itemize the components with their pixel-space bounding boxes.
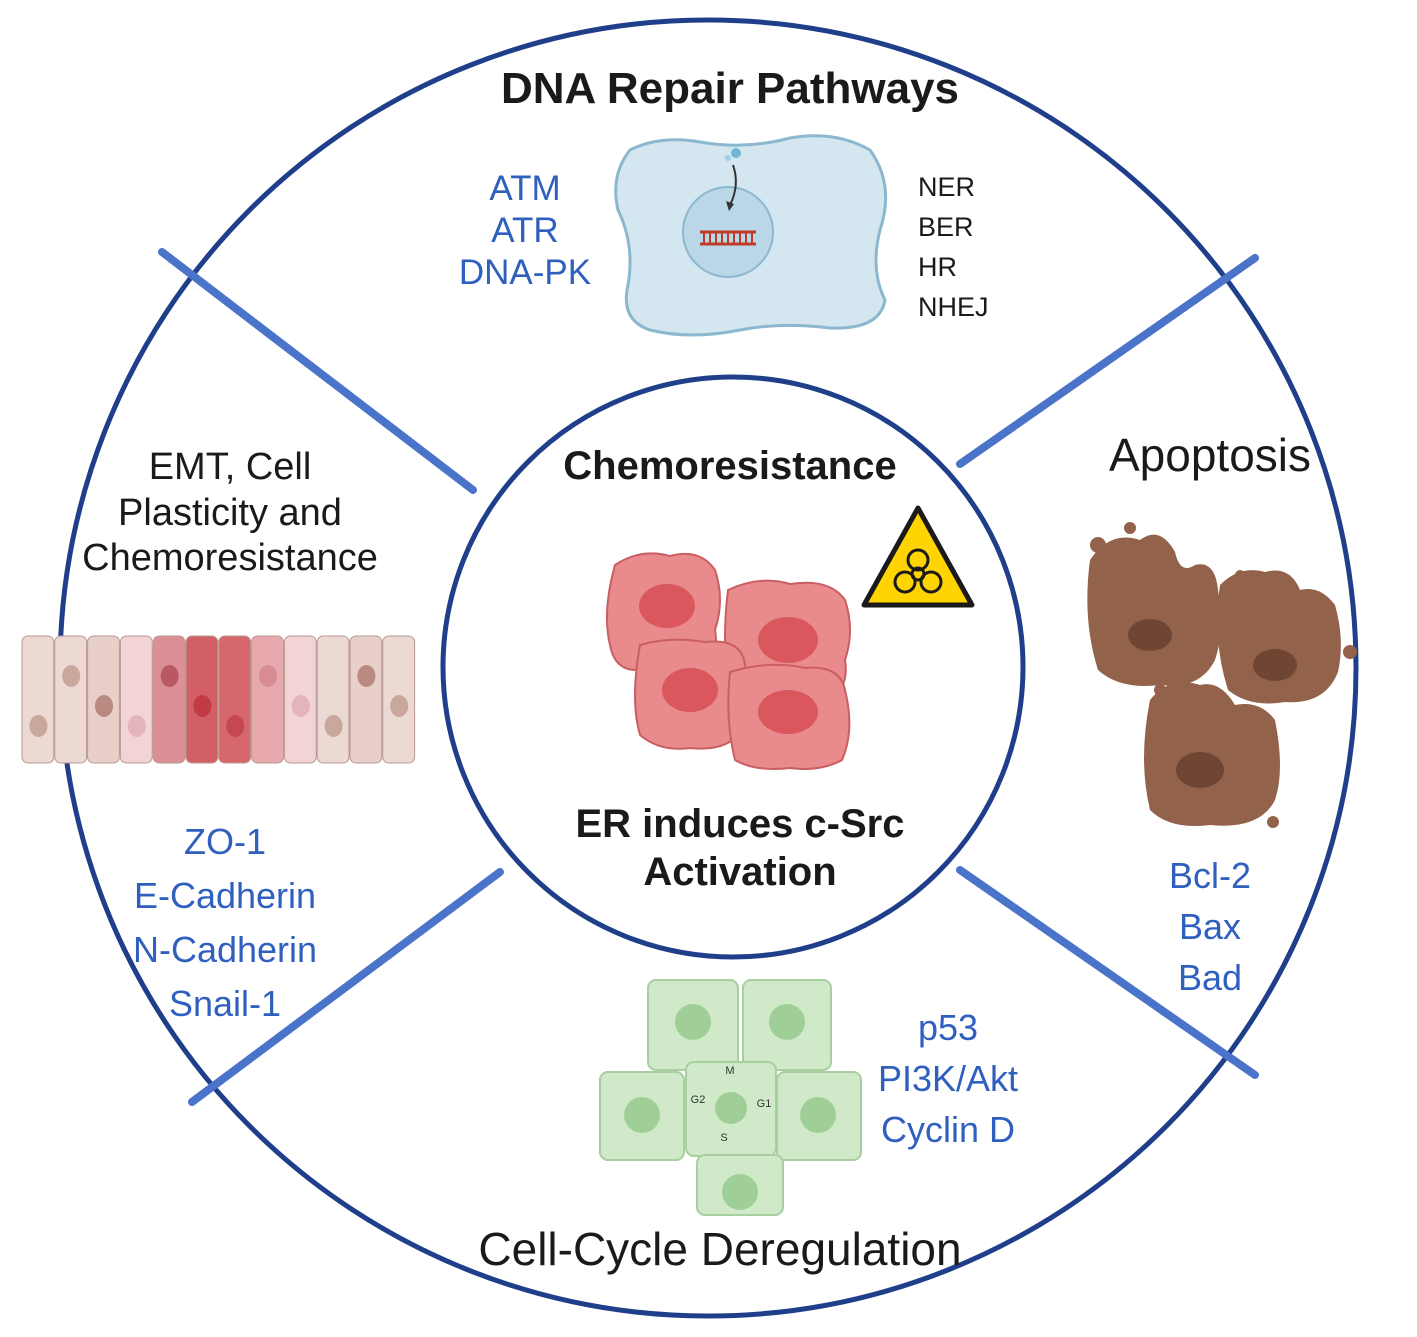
epithelial-cell (185, 635, 219, 764)
phase-label-s: S (720, 1132, 727, 1144)
quadrant-dividers (158, 248, 1259, 1106)
cell-cycle-phase-labels: M G2 G1 S (691, 1065, 772, 1144)
epithelium-illustration (21, 635, 416, 764)
cycle-cell (599, 1071, 685, 1161)
cycle-cell (742, 979, 832, 1071)
apoptotic-cell (1087, 522, 1221, 686)
phase-label-m: M (725, 1065, 734, 1077)
marker-zo-1: ZO-1 (183, 821, 266, 862)
pathway-ber: BER (918, 211, 974, 242)
kinase-atr: ATR (491, 211, 559, 250)
epithelial-cell (152, 635, 186, 764)
epithelial-cell (87, 635, 120, 764)
emt-title: EMT, Cell Plasticity and Chemoresistance (40, 445, 420, 582)
epithelial-cell (349, 635, 383, 764)
pathway-hr: HR (918, 251, 957, 282)
marker-bcl-2: Bcl-2 (1168, 855, 1252, 896)
epithelial-cell (251, 635, 284, 764)
dna-repair-kinase-list: ATM ATR DNA-PK (440, 168, 610, 294)
cell-cycle-marker-list: p53 PI3K/Akt Cyclin D (858, 1002, 1038, 1155)
kinase-atm: ATM (489, 169, 561, 208)
epithelial-cell (54, 635, 88, 764)
epithelial-cell (283, 635, 317, 764)
marker-bad: Bad (1177, 957, 1243, 999)
epithelial-cell (119, 635, 153, 764)
divider-top-right (956, 254, 1259, 468)
marker-bax: Bax (1178, 906, 1242, 948)
marker-cyclin-d: Cyclin D (880, 1109, 1015, 1151)
apoptotic-cell (1217, 570, 1357, 704)
center-subtitle-line1: ER induces c-Src (575, 802, 905, 846)
marker-p53: p53 (917, 1007, 979, 1048)
cycle-cell (776, 1071, 862, 1161)
epithelial-cell (218, 635, 252, 764)
center-subtitle-line2: Activation (643, 850, 837, 894)
marker-n-cadherin: N-Cadherin (132, 929, 318, 970)
apoptosis-marker-list: Bcl-2 Bax Bad (1120, 850, 1300, 1003)
marker-e-cadherin: E-Cadherin (133, 875, 317, 916)
cell-cycle-title: Cell-Cycle Deregulation (478, 1223, 962, 1275)
center-subtitle: ER induces c-Src Activation (505, 800, 975, 896)
center-title: Chemoresistance (563, 444, 897, 488)
cycle-cell (685, 1061, 777, 1157)
emt-title-line1: EMT, Cell (148, 446, 312, 488)
phase-label-g2: G2 (691, 1094, 706, 1106)
pathway-nhej: NHEJ (918, 291, 989, 322)
apoptotic-cells-illustration (1087, 522, 1357, 828)
molecule-icon (731, 148, 741, 158)
apoptotic-cell (1144, 682, 1280, 828)
emt-marker-list: ZO-1 E-Cadherin N-Cadherin Snail-1 (80, 815, 370, 1031)
cycle-cell (647, 979, 739, 1071)
cycle-cell (696, 1154, 784, 1216)
tumor-cell (727, 663, 851, 770)
divider-bottom-left (188, 868, 504, 1106)
damage-arrow-icon (729, 164, 737, 206)
kinase-dna-pk: DNA-PK (458, 253, 592, 292)
dna-repair-title: DNA Repair Pathways (500, 64, 960, 113)
divider-bottom-right (956, 866, 1259, 1079)
tumor-cells-illustration (605, 552, 851, 770)
marker-snail-1: Snail-1 (168, 983, 282, 1024)
emt-title-line3: Chemoresistance (82, 537, 378, 580)
biohazard-icon (861, 505, 975, 608)
dna-strand-icon (700, 230, 756, 246)
marker-pi3k-akt: PI3K/Akt (877, 1058, 1019, 1100)
dna-repair-pathway-list: NER BER HR NHEJ (918, 168, 1038, 328)
epithelial-cell (316, 635, 350, 764)
divider-top-left (158, 248, 477, 494)
apoptosis-title: Apoptosis (1108, 429, 1311, 481)
tumor-cell (634, 638, 749, 750)
cell-cycle-illustration (599, 979, 862, 1216)
dna-damage-cell-illustration (614, 134, 888, 337)
phase-label-g1: G1 (757, 1098, 772, 1110)
epithelial-cell (21, 635, 55, 764)
emt-title-line2: Plasticity and (118, 491, 342, 534)
epithelial-cell (382, 635, 416, 764)
pathway-ner: NER (918, 172, 976, 202)
